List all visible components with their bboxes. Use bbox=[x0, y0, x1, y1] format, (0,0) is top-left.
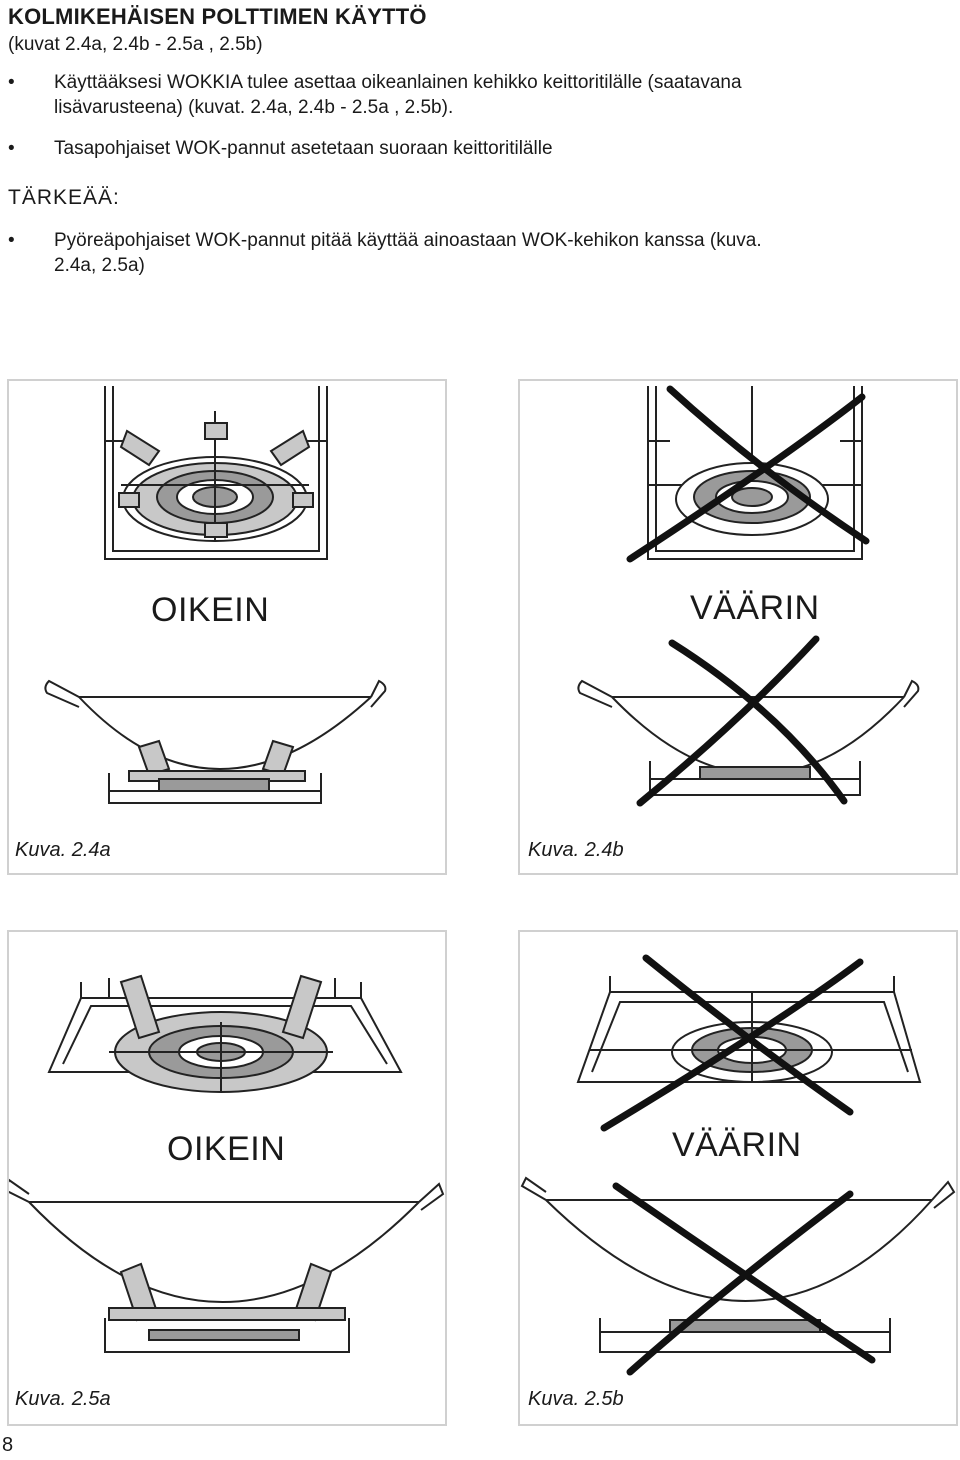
figure-panel-2-4a: OIKEIN Kuva. 2.4a bbox=[7, 379, 447, 875]
verdict-label: VÄÄRIN bbox=[690, 589, 820, 627]
figure-caption: Kuva. 2.5b bbox=[528, 1388, 624, 1410]
figure-panel-2-4b: VÄÄRIN Kuva. 2.4b bbox=[518, 379, 958, 875]
flat-hob-illustration bbox=[520, 954, 956, 1376]
bullet-text: Käyttääksesi WOKKIA tulee asettaa oikean… bbox=[54, 70, 958, 120]
cross-mark bbox=[600, 954, 876, 1376]
flat-hob-illustration bbox=[577, 385, 920, 807]
bullet-item-2: • Tasapohjaiset WOK-pannut asetetaan suo… bbox=[8, 136, 958, 162]
bullet-line: 2.4a, 2.5a) bbox=[54, 255, 145, 276]
verdict-label: OIKEIN bbox=[167, 1130, 286, 1168]
bullet-text: Pyöreäpohjaiset WOK-pannut pitää käyttää… bbox=[54, 228, 958, 278]
page-subtitle: (kuvat 2.4a, 2.4b - 2.5a , 2.5b) bbox=[8, 34, 263, 55]
cross-mark bbox=[626, 385, 870, 807]
figure-panel-2-5a: OIKEIN Kuva. 2.5a bbox=[7, 930, 447, 1426]
bullet-dot: • bbox=[8, 230, 15, 251]
bullet-text: Tasapohjaiset WOK-pannut asetetaan suora… bbox=[54, 138, 553, 159]
figure-panel-2-5b: VÄÄRIN Kuva. 2.5b bbox=[518, 930, 958, 1426]
bullet-line: Käyttääksesi WOKKIA tulee asettaa oikean… bbox=[54, 72, 742, 93]
figure-caption: Kuva. 2.5a bbox=[15, 1388, 111, 1410]
bullet-dot: • bbox=[8, 138, 15, 159]
bullet-line: Pyöreäpohjaiset WOK-pannut pitää käyttää… bbox=[54, 230, 762, 251]
bullet-item-1: • Käyttääksesi WOKKIA tulee asettaa oike… bbox=[8, 70, 958, 122]
verdict-label: VÄÄRIN bbox=[672, 1126, 802, 1164]
wok-ring-illustration bbox=[44, 386, 387, 804]
page-number: 8 bbox=[2, 1434, 14, 1456]
important-bullet: • Pyöreäpohjaiset WOK-pannut pitää käytt… bbox=[8, 228, 958, 280]
important-heading: TÄRKEÄÄ: bbox=[8, 186, 120, 209]
figure-caption: Kuva. 2.4a bbox=[15, 839, 111, 861]
verdict-label: OIKEIN bbox=[151, 591, 270, 629]
page-title: KOLMIKEHÄISEN POLTTIMEN KÄYTTÖ bbox=[8, 4, 427, 29]
figure-caption: Kuva. 2.4b bbox=[528, 839, 624, 861]
bullet-line: lisävarusteena) (kuvat. 2.4a, 2.4b - 2.5… bbox=[54, 97, 454, 118]
bullet-dot: • bbox=[8, 72, 15, 93]
wok-ring-illustration bbox=[9, 974, 445, 1353]
